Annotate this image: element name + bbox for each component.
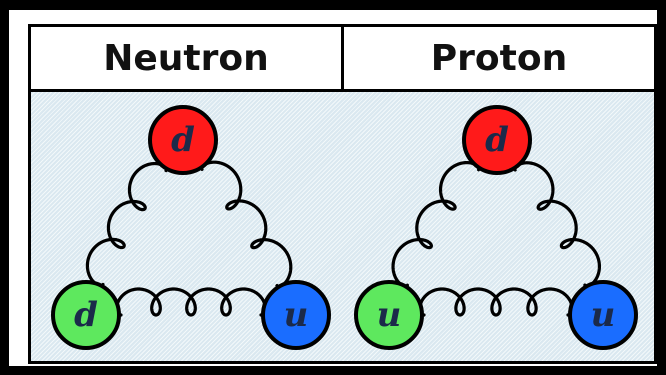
gluon-left-right bbox=[418, 287, 574, 317]
gluon-left-right bbox=[115, 287, 267, 317]
proton-diagram: d u u bbox=[354, 105, 638, 350]
neutron-diagram: d d u bbox=[51, 105, 331, 350]
gluon-top-left bbox=[85, 161, 168, 288]
quark-top bbox=[148, 105, 218, 175]
quark-label: d bbox=[74, 295, 98, 335]
gluon-top-right bbox=[513, 161, 602, 288]
diagram-panel: Neutron Proton d d u d u u bbox=[28, 24, 657, 364]
quark-right bbox=[568, 280, 638, 350]
quark-label: u bbox=[591, 295, 616, 335]
quark-right bbox=[261, 280, 331, 350]
quark-left bbox=[354, 280, 424, 350]
quark-label: u bbox=[284, 295, 309, 335]
gluon-top-right bbox=[200, 160, 293, 288]
quark-label: u bbox=[377, 295, 402, 335]
quark-top bbox=[462, 105, 532, 175]
quark-diagram: d d u d u u bbox=[51, 105, 638, 350]
quark-label: d bbox=[171, 120, 195, 160]
header-neutron: Neutron bbox=[103, 37, 269, 79]
quark-label: d bbox=[485, 120, 509, 160]
gluon-top-left bbox=[391, 161, 481, 288]
quark-left bbox=[51, 280, 121, 350]
header-proton: Proton bbox=[341, 27, 654, 89]
header-row: Neutron Proton bbox=[31, 27, 654, 92]
